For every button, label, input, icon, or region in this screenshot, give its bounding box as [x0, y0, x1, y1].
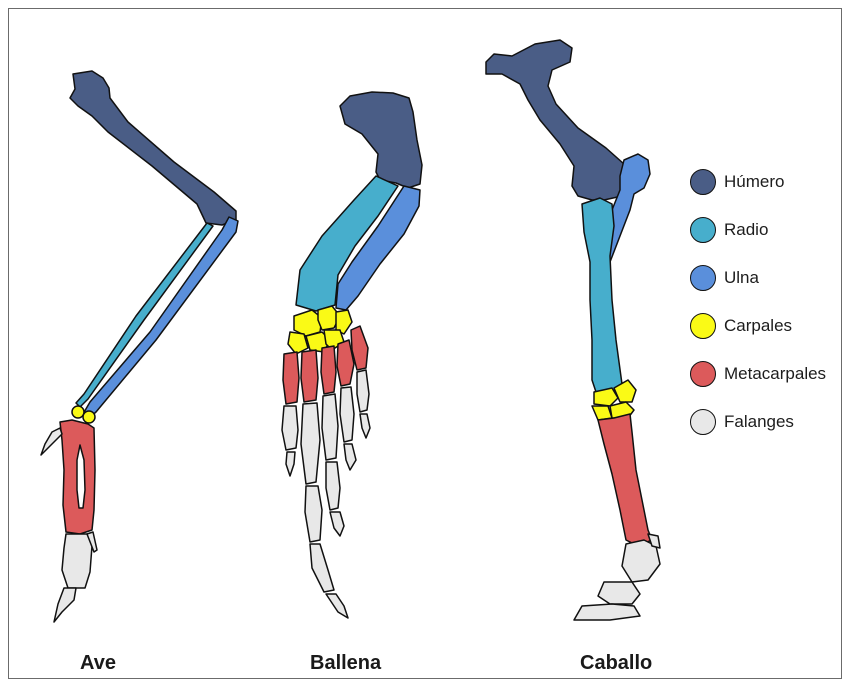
ulna-swatch: [690, 265, 716, 291]
legend-label: Ulna: [724, 268, 759, 288]
ave-metacarpales: [60, 420, 95, 534]
legend-item-carpales: Carpales: [690, 312, 792, 340]
legend-label: Carpales: [724, 316, 792, 336]
falanges-swatch: [690, 409, 716, 435]
legend-label: Falanges: [724, 412, 794, 432]
carpales-swatch: [690, 313, 716, 339]
ave-carpal-2: [83, 411, 95, 423]
ave-radio: [76, 223, 213, 407]
ave-ulna: [83, 217, 238, 419]
legend-label: Húmero: [724, 172, 784, 192]
legend-item-ulna: Ulna: [690, 264, 759, 292]
caption-caballo: Caballo: [580, 652, 652, 675]
legend-item-falanges: Falanges: [690, 408, 794, 436]
ave-limb: [41, 71, 238, 622]
legend-item-humero: Húmero: [690, 168, 784, 196]
legend-label: Metacarpales: [724, 364, 826, 384]
ave-falange-1: [62, 534, 92, 588]
caballo-falanges: [574, 534, 660, 620]
ave-falange-3: [54, 588, 76, 622]
humero-swatch: [690, 169, 716, 195]
ballena-falanges: [282, 370, 370, 618]
ballena-humero: [340, 92, 422, 188]
caption-ballena: Ballena: [310, 652, 381, 675]
ave-humero: [70, 71, 236, 225]
ave-falange-thumb: [41, 428, 62, 455]
legend-label: Radio: [724, 220, 768, 240]
legend-item-radio: Radio: [690, 216, 768, 244]
radio-swatch: [690, 217, 716, 243]
caballo-limb: [486, 40, 660, 620]
caballo-humero: [486, 40, 628, 200]
caballo-metacarpales: [598, 414, 652, 546]
legend-item-metacarpales: Metacarpales: [690, 360, 826, 388]
ballena-limb: [282, 92, 422, 618]
ave-carpal-1: [72, 406, 84, 418]
metacarpales-swatch: [690, 361, 716, 387]
caption-ave: Ave: [80, 652, 116, 675]
